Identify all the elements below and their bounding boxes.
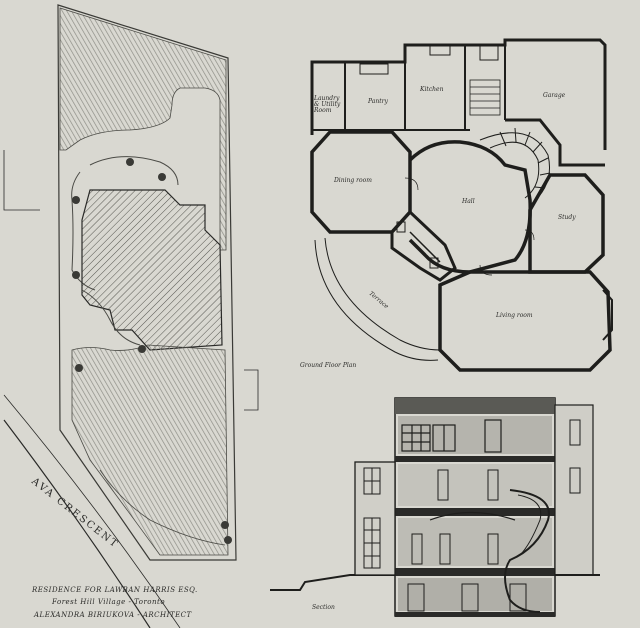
- title-line-2: Forest Hill Village - Toronto: [52, 598, 166, 606]
- room-label-hall: Hall: [462, 198, 475, 205]
- fixture: [396, 221, 406, 233]
- floor-slab: [395, 568, 555, 576]
- section-room: [398, 416, 552, 454]
- terrace-arc: [324, 237, 441, 351]
- room-label-study: Study: [558, 214, 576, 221]
- terrace-arc: [314, 239, 439, 361]
- site-plan: [3, 4, 259, 628]
- neighbour-marker: [3, 150, 40, 211]
- room-label-dining: Dining room: [334, 177, 372, 184]
- vault: [429, 511, 516, 521]
- south-lawn: [71, 344, 229, 556]
- street-curb: [3, 394, 181, 628]
- garden-bed-curve: [89, 156, 179, 186]
- plan-wall: [408, 140, 532, 274]
- tower-window: [569, 467, 581, 494]
- trees: [72, 158, 232, 544]
- room-label-garage: Garage: [543, 92, 566, 99]
- north-lawn: [59, 7, 227, 251]
- section-roof: [395, 398, 555, 414]
- ground-line: [270, 574, 395, 591]
- attic-shelves: [401, 419, 502, 453]
- right-tower: [554, 404, 594, 576]
- tree: [158, 173, 166, 181]
- garden-bed-curve: [71, 171, 96, 291]
- plan-caption: Ground Floor Plan: [300, 362, 357, 369]
- house-footprint: [81, 189, 223, 351]
- room-label-laundry: Laundry & Utility Room: [314, 95, 341, 114]
- fixture: [429, 257, 439, 269]
- section-stair: [504, 489, 550, 613]
- plan-wall: [409, 231, 441, 263]
- kitchen-fixture: [429, 44, 451, 56]
- plan-wall: [528, 173, 605, 274]
- kitchen-fixture: [359, 63, 389, 75]
- path-curve: [99, 469, 226, 546]
- door-swings: [404, 177, 535, 276]
- tree: [138, 345, 146, 353]
- plan-wall: [390, 209, 457, 282]
- section-caption: Section: [312, 604, 335, 611]
- tree: [75, 364, 83, 372]
- room-label-living: Living room: [496, 312, 533, 319]
- neighbour-marker: [244, 369, 259, 411]
- building-section: [270, 397, 600, 617]
- title-line-3: ALEXANDRA BIRIUKOVA - ARCHITECT: [34, 611, 192, 619]
- section-room: [398, 518, 552, 566]
- kitchen-fixture: [479, 44, 499, 61]
- site-boundary: [57, 4, 237, 561]
- tree: [221, 521, 229, 529]
- service-stair: [469, 79, 501, 116]
- title-line-1: RESIDENCE FOR LAWBAN HARRIS ESQ.: [32, 586, 198, 594]
- plan-wall: [438, 270, 612, 372]
- left-wing-windows: [363, 467, 381, 569]
- section-windows: [407, 469, 527, 612]
- tower-window: [569, 419, 581, 446]
- tree: [126, 158, 134, 166]
- tree: [224, 536, 232, 544]
- section-room: [398, 464, 552, 506]
- plan-wall: [505, 118, 605, 167]
- section-stair: [517, 494, 542, 556]
- ground-floor-plan: [310, 38, 613, 372]
- room-label-kitchen: Kitchen: [420, 86, 444, 93]
- tree: [72, 196, 80, 204]
- bay-window: [602, 289, 613, 341]
- driveway: [81, 289, 141, 346]
- floor-slab: [395, 456, 555, 462]
- basement-floor: [395, 612, 555, 617]
- room-label-pantry: Pantry: [368, 98, 388, 105]
- street-curb: [3, 419, 151, 628]
- tree: [72, 271, 80, 279]
- section-room: [398, 578, 552, 611]
